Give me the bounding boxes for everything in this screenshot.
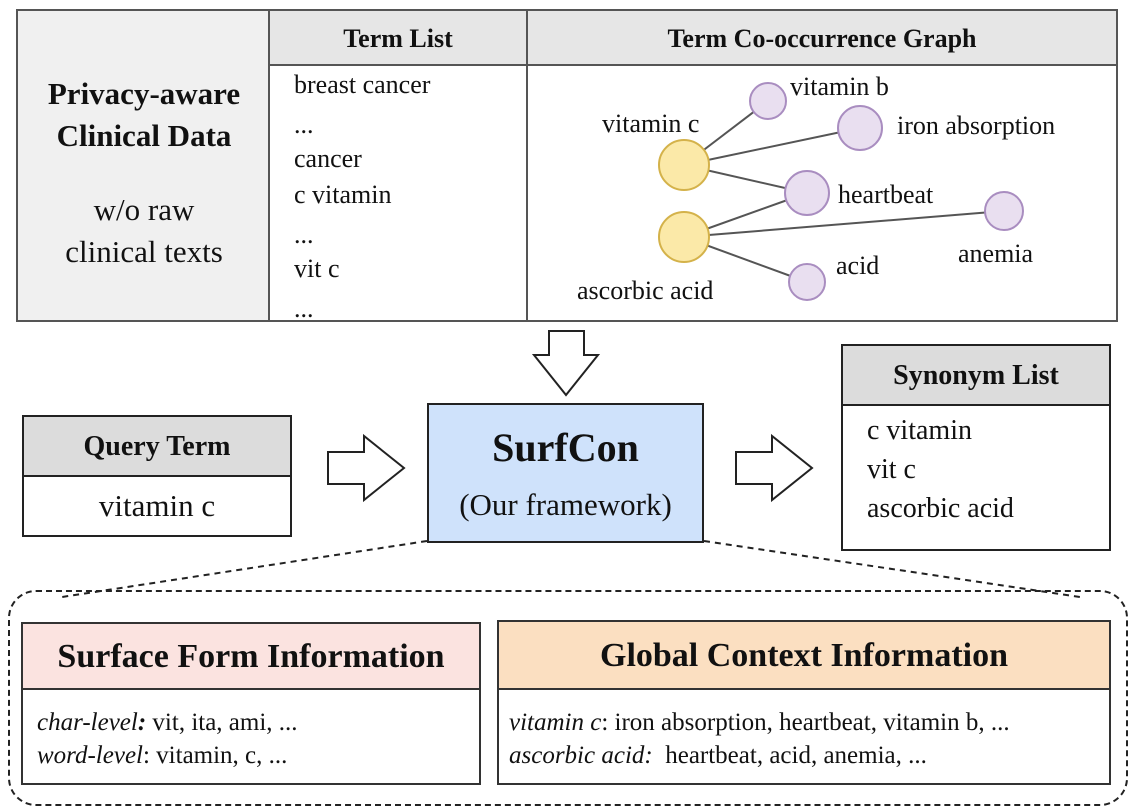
char-level-values: vit, ita, ami,: [146, 709, 279, 736]
global-context-values: heartbeat, acid, anemia, ...: [652, 742, 927, 769]
privacy-subtitle-line2: clinical texts: [65, 234, 223, 269]
privacy-title: Privacy-aware Clinical Data: [18, 73, 270, 157]
label-acid: acid: [836, 251, 879, 280]
privacy-subtitle-line1: w/o raw: [93, 192, 195, 227]
synonym-list-header: Synonym List: [843, 346, 1109, 406]
term-list: breast cancer ... cancer c vitamin ... v…: [270, 66, 528, 323]
word-level-values: : vitamin, c,: [142, 742, 269, 769]
synonym-list-box: Synonym List c vitamin vit c ascorbic ac…: [841, 344, 1111, 551]
surfcon-title: SurfCon: [492, 425, 639, 470]
char-level-colon: :: [137, 709, 147, 736]
global-context-box: Global Context Information vitamin c: ir…: [497, 620, 1111, 785]
zoom-line-right: [703, 540, 1081, 598]
label-vitamin-b: vitamin b: [790, 72, 889, 101]
label-ascorbic-acid: ascorbic acid: [577, 276, 713, 305]
query-term-box: Query Term vitamin c: [22, 415, 292, 537]
node-anemia: [984, 191, 1024, 231]
term-item: ...: [294, 294, 314, 323]
synonym-item: ascorbic acid: [867, 493, 1014, 524]
global-context-term: ascorbic acid:: [509, 742, 653, 769]
global-context-header: Global Context Information: [499, 622, 1109, 690]
surfcon-framework-box: SurfCon (Our framework): [427, 403, 704, 543]
label-vitamin-c: vitamin c: [602, 109, 699, 138]
char-level-ellipsis: ...: [278, 709, 298, 736]
term-item: c vitamin: [294, 180, 392, 209]
framework-detail-container: [8, 590, 1128, 806]
query-term-header: Query Term: [24, 417, 290, 477]
term-list-header: Term List: [270, 11, 528, 66]
node-heartbeat: [784, 170, 830, 216]
term-item: cancer: [294, 144, 362, 173]
privacy-title-line2: Clinical Data: [56, 118, 232, 153]
word-level-ellipsis: ...: [268, 742, 288, 769]
node-ascorbic-acid: [658, 211, 710, 263]
surface-form-header: Surface Form Information: [23, 624, 479, 690]
global-context-line: vitamin c: iron absorption, heartbeat, v…: [509, 706, 1010, 740]
right-arrow-icon: [735, 433, 814, 503]
global-context-values: : iron absorption, heartbeat, vitamin b,…: [601, 709, 1010, 736]
surfcon-subtitle: (Our framework): [459, 487, 672, 522]
char-level-label: char-level: [37, 709, 138, 736]
privacy-title-line1: Privacy-aware: [47, 76, 241, 111]
node-acid: [788, 263, 826, 301]
node-iron-absorption: [837, 105, 883, 151]
global-context-term: vitamin c: [509, 709, 602, 736]
node-vitamin-c: [658, 139, 710, 191]
global-context-line: ascorbic acid: heartbeat, acid, anemia, …: [509, 739, 927, 773]
term-item: vit c: [294, 254, 340, 283]
down-arrow-icon: [531, 330, 601, 397]
term-item: breast cancer: [294, 70, 431, 99]
term-item: ...: [294, 110, 314, 139]
term-item: ...: [294, 220, 314, 249]
word-level-label: word-level: [37, 742, 143, 769]
edge-vitaminc-ironabsorption: [683, 127, 861, 166]
privacy-data-cell: Privacy-aware Clinical Data w/o raw clin…: [18, 11, 270, 320]
right-arrow-icon: [327, 433, 406, 503]
word-level-line: word-level: vitamin, c, ...: [37, 739, 287, 773]
privacy-subtitle: w/o raw clinical texts: [18, 189, 270, 273]
clinical-data-panel: Privacy-aware Clinical Data w/o raw clin…: [16, 9, 1118, 323]
label-heartbeat: heartbeat: [838, 180, 934, 209]
label-anemia: anemia: [958, 239, 1034, 268]
char-level-line: char-level: vit, ita, ami, ...: [37, 706, 298, 740]
query-term-value: vitamin c: [98, 488, 216, 523]
surface-form-box: Surface Form Information char-level: vit…: [21, 622, 481, 785]
synonym-item: vit c: [867, 454, 916, 485]
edge-ascorbic-anemia: [683, 210, 1005, 238]
graph-header: Term Co-occurrence Graph: [528, 11, 1116, 66]
node-vitamin-b: [749, 82, 787, 120]
zoom-line-left: [61, 540, 428, 598]
label-iron-absorption: iron absorption: [897, 111, 1055, 140]
synonym-item: c vitamin: [867, 415, 972, 446]
